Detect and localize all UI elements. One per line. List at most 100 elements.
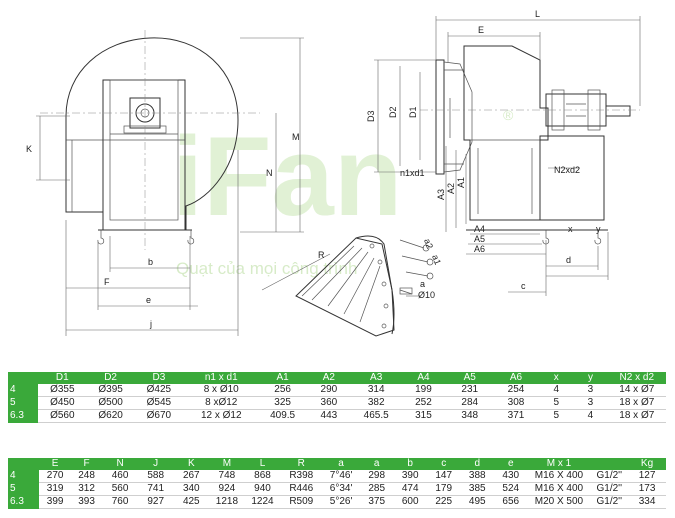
table-cell: 360	[305, 396, 353, 410]
table-cell: 741	[137, 482, 174, 496]
table-cell: Ø355	[38, 384, 87, 397]
table-cell: 5°26'	[322, 495, 360, 509]
table-row: 6.3 Ø560 Ø620 Ø670 12 x Ø12 409.5 443 46…	[8, 409, 666, 423]
table-header-cell: x	[539, 372, 574, 384]
table-header-cell: n1 x d1	[183, 372, 260, 384]
spec-table-dimensions: D1 D2 D3 n1 x d1 A1 A2 A3 A4 A5 A6 x y N…	[8, 372, 666, 423]
dim-label-d3: D3	[366, 110, 376, 122]
table-cell: 231	[446, 384, 493, 397]
table-header-cell: Kg	[628, 458, 666, 470]
table-row: 5 319 312 560 741 340 924 940 R446 6°34'…	[8, 482, 666, 496]
table-cell: 495	[460, 495, 494, 509]
dim-label-d1: D1	[408, 106, 418, 118]
table-cell: 430	[494, 470, 528, 483]
table-header-cell: D3	[134, 372, 184, 384]
table-cell: Ø450	[38, 396, 87, 410]
table-cell: Ø560	[38, 409, 87, 423]
table-header-cell: e	[494, 458, 528, 470]
table-cell: 560	[102, 482, 138, 496]
dim-label-a1-detail: a1	[430, 253, 443, 266]
table-cell: 270	[39, 470, 71, 483]
table-cell: 285	[359, 482, 394, 496]
dim-label-n2xd2: N2xd2	[554, 165, 580, 175]
table-cell: 409.5	[259, 409, 306, 423]
table-header-cell: M x 1	[527, 458, 591, 470]
table-header-cell: c	[426, 458, 461, 470]
table-row: 5 Ø450 Ø500 Ø545 8 xØ12 325 360 382 252 …	[8, 396, 666, 410]
outlet-detail-view: R a2 a1 a Ø10	[261, 235, 443, 337]
dim-label-a2-detail: a2	[422, 237, 435, 250]
dim-label-a-detail: a	[420, 279, 425, 289]
table-header-cell: N2 x d2	[607, 372, 666, 384]
table-cell: R446	[280, 482, 323, 496]
dim-label-j: j	[149, 319, 152, 329]
dim-label-a6: A6	[474, 244, 485, 254]
dim-label-l: L	[535, 9, 540, 19]
table-cell: 334	[628, 495, 666, 509]
table-cell: Ø620	[86, 409, 135, 423]
table-cell: 173	[628, 482, 666, 496]
table-cell: 1224	[244, 495, 281, 509]
table-cell: 252	[400, 396, 447, 410]
table-cell: 388	[460, 470, 494, 483]
table-header-cell	[8, 458, 40, 470]
table-cell: 390	[393, 470, 427, 483]
table-cell: 348	[446, 409, 493, 423]
table-cell: 12 x Ø12	[183, 409, 260, 423]
table-cell: 460	[102, 470, 138, 483]
table-header-cell: A3	[352, 372, 401, 384]
table-cell: 924	[209, 482, 245, 496]
dim-label-o10: Ø10	[418, 290, 435, 300]
table-cell: 5	[539, 409, 574, 423]
table-row: 4 Ø355 Ø395 Ø425 8 x Ø10 256 290 314 199…	[8, 384, 666, 397]
table-cell: 3	[573, 396, 608, 410]
table-cell: Ø670	[134, 409, 184, 423]
table-cell: 375	[359, 495, 394, 509]
table-cell: 465.5	[352, 409, 401, 423]
table-cell: G1/2''	[590, 482, 629, 496]
technical-drawing: iFan Quạt của mọi công trình ®	[26, 9, 641, 337]
front-view: K M N b F e j	[26, 30, 304, 336]
table-header-cell: A4	[400, 372, 447, 384]
table-header-cell: J	[137, 458, 174, 470]
table-header-cell: a	[359, 458, 394, 470]
table-cell: 314	[352, 384, 401, 397]
table-cell: 298	[359, 470, 394, 483]
dim-label-e: e	[146, 295, 151, 305]
table-header-cell: b	[393, 458, 427, 470]
dim-label-a4: A4	[474, 224, 485, 234]
table-cell: 760	[102, 495, 138, 509]
table-cell: 325	[259, 396, 306, 410]
table-cell: 524	[494, 482, 528, 496]
table-cell: 312	[70, 482, 103, 496]
table-cell: Ø500	[86, 396, 135, 410]
table-header-row: D1 D2 D3 n1 x d1 A1 A2 A3 A4 A5 A6 x y N…	[8, 372, 666, 384]
side-view: L E D3 D2 D1 n1xd1 A3 A2 A1 N2xd2 A4 A5 …	[366, 9, 641, 296]
dim-label-c: c	[521, 281, 526, 291]
table-cell: 3	[573, 384, 608, 397]
table-cell: 600	[393, 495, 427, 509]
table-header-cell: d	[460, 458, 494, 470]
table-cell: 14 x Ø7	[607, 384, 666, 397]
table-cell: 6°34'	[322, 482, 360, 496]
dim-label-n1xd1: n1xd1	[400, 168, 425, 178]
table-cell: 4	[539, 384, 574, 397]
size-cell: 6.3	[8, 495, 40, 509]
table-cell: R398	[280, 470, 323, 483]
table-cell: 179	[426, 482, 461, 496]
table-header-cell: N	[102, 458, 138, 470]
table-cell: 308	[492, 396, 540, 410]
table-header-cell: A1	[259, 372, 306, 384]
table-cell: 399	[39, 495, 71, 509]
table-header-cell: A5	[446, 372, 493, 384]
table-cell: 927	[137, 495, 174, 509]
table-header-cell: y	[573, 372, 608, 384]
table-cell: 385	[460, 482, 494, 496]
table-header-cell: K	[173, 458, 210, 470]
dim-label-n: N	[266, 168, 273, 178]
table-cell: 940	[244, 482, 281, 496]
table-cell: 868	[244, 470, 281, 483]
table-cell: 371	[492, 409, 540, 423]
watermark-logo: iFan	[172, 114, 402, 239]
dim-label-f: F	[104, 277, 110, 287]
